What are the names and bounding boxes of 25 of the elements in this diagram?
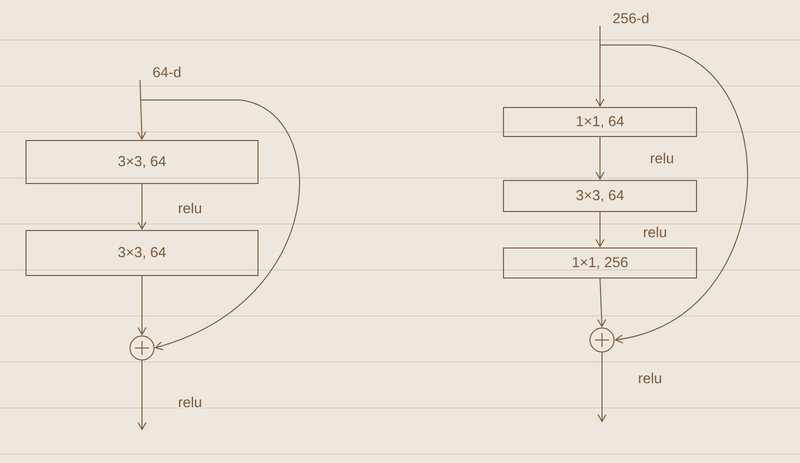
arrow — [597, 278, 606, 328]
input-label: 64-d — [153, 66, 180, 78]
sum-circle — [130, 336, 154, 360]
edge-label: relu — [644, 226, 666, 238]
sum-circle — [590, 328, 614, 352]
layer-box: 1×1, 64 — [503, 107, 697, 137]
arrow — [140, 100, 300, 350]
arrow — [138, 184, 146, 230]
arrow — [138, 276, 146, 336]
edge-label: relu — [178, 396, 202, 408]
arrow — [137, 80, 146, 140]
edge-label: relu — [638, 372, 662, 384]
layer-box: 3×3, 64 — [503, 180, 697, 212]
arrow — [598, 352, 606, 422]
layer-box: 1×1, 256 — [503, 248, 697, 278]
edge-label: relu — [178, 202, 202, 214]
layer-box: 3×3, 64 — [26, 140, 258, 184]
arrow — [596, 26, 604, 107]
arrow — [596, 212, 604, 248]
layer-box: 3×3, 64 — [26, 230, 258, 276]
arrow — [600, 44, 748, 344]
edge-label: relu — [650, 152, 674, 164]
arrow — [138, 360, 146, 430]
input-label: 256-d — [613, 12, 648, 24]
arrow — [596, 136, 604, 180]
